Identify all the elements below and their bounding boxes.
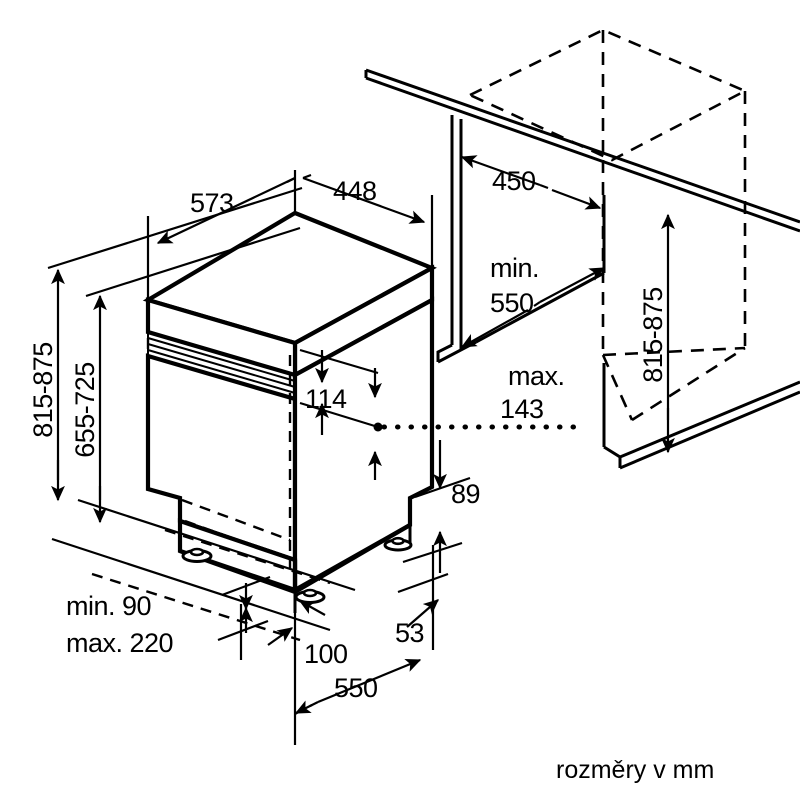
dimension-550-bottom: 550 <box>293 600 422 745</box>
dimension-label-53: 53 <box>395 618 424 648</box>
dimension-label-815-875-right: 815-875 <box>638 287 668 383</box>
lower-right-cabinet-panel <box>602 363 800 470</box>
dimension-label-max-word: max. <box>508 361 565 391</box>
dimension-573: 573 <box>146 170 297 300</box>
dimension-label-450: 450 <box>492 166 536 196</box>
dimension-label-min-550: 550 <box>490 288 534 318</box>
dimension-114: 114 <box>299 348 382 480</box>
dimension-label-min-90: min. 90 <box>66 591 151 621</box>
dimension-815-875-left: 815-875 <box>28 268 65 502</box>
niche-back-wall-panel <box>475 195 606 344</box>
dotted-line-origin-dot <box>373 422 383 432</box>
dimension-655-725: 655-725 <box>70 294 107 524</box>
dimension-label-114: 114 <box>305 384 347 414</box>
dimension-label-100: 100 <box>304 639 348 669</box>
worktop-slab <box>364 68 800 233</box>
dimension-label-max-220: max. 220 <box>66 628 173 658</box>
adjustable-foot-rear-left <box>181 547 213 563</box>
dimension-815-875-right: 815-875 <box>638 213 675 454</box>
appliance-hidden-edges <box>146 300 292 568</box>
dimension-450: 450 <box>460 155 602 210</box>
dimension-53: 53 <box>395 545 449 650</box>
dimension-label-815-875-left: 815-875 <box>28 342 58 438</box>
dimension-label-min-word: min. <box>490 253 539 283</box>
dimension-448: 448 <box>302 173 434 268</box>
dimension-max-143: max. 143 <box>373 361 588 432</box>
adjustable-foot-front <box>294 588 326 604</box>
dimension-89: 89 <box>402 440 481 573</box>
dimension-label-573: 573 <box>190 188 234 218</box>
dimension-label-448: 448 <box>333 176 377 206</box>
floor-reference-lines <box>47 186 356 642</box>
adjustable-foot-rear-right <box>383 536 413 552</box>
dimension-plinth-height: min. 90 max. 220 <box>66 575 271 658</box>
units-caption: rozměry v mm <box>556 756 714 784</box>
dimension-label-550-bottom: 550 <box>334 673 378 703</box>
dimension-label-89: 89 <box>451 479 480 509</box>
dimension-min-550: min. 550 <box>460 253 606 348</box>
dimension-label-655-725: 655-725 <box>70 362 100 458</box>
dimension-label-max-143: 143 <box>500 394 544 424</box>
